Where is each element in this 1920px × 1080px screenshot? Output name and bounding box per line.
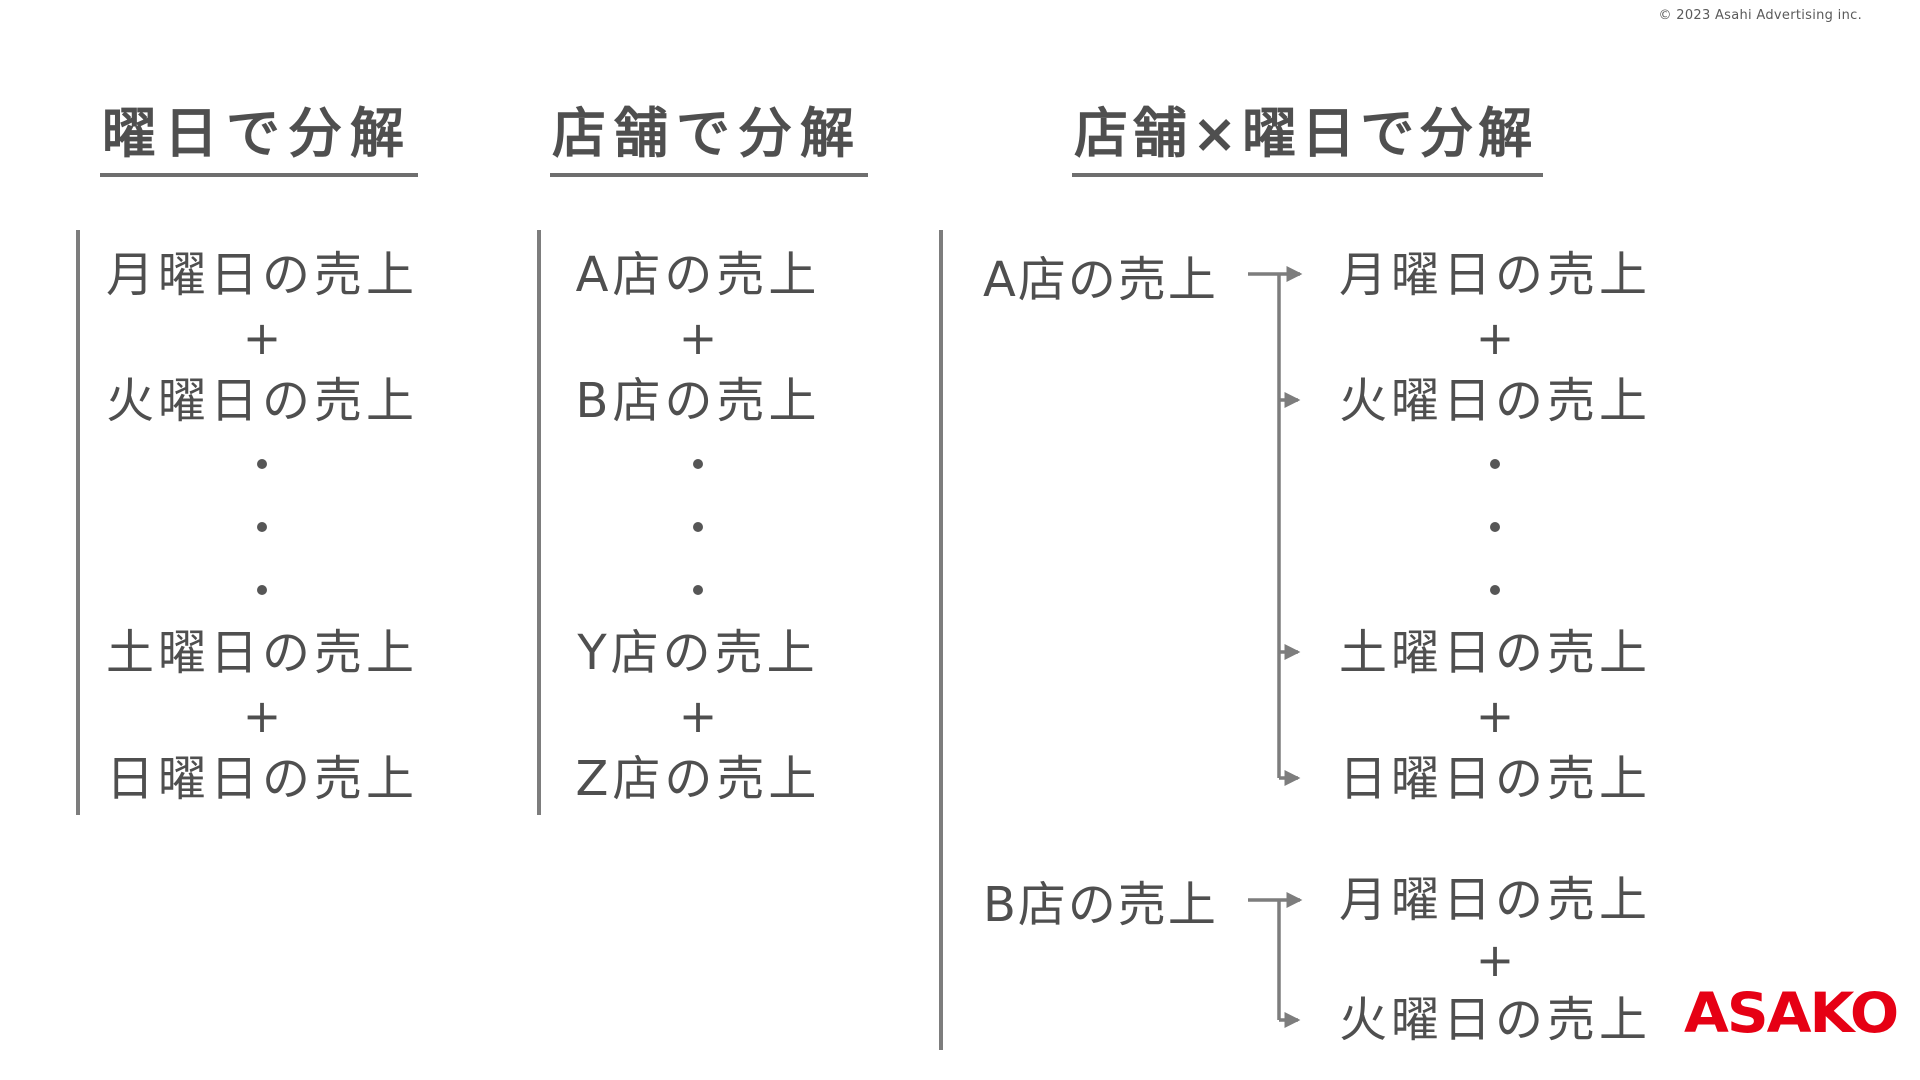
list-item: 火曜日の売上	[1338, 992, 1651, 1048]
ellipsis-dot	[548, 432, 848, 495]
store-b-weekday-list: 月曜日の売上 + 火曜日の売上	[1330, 870, 1660, 1050]
store-a-label: A店の売上	[983, 251, 1218, 308]
ellipsis-dot	[88, 495, 436, 558]
dot-icon	[257, 458, 267, 469]
dot-icon	[257, 521, 267, 532]
store-list: A店の売上 + B店の売上 Y店の売上 + Z店の売上	[548, 243, 848, 810]
ellipsis-dot	[1330, 558, 1660, 621]
dot-icon	[693, 458, 703, 469]
ellipsis-dot	[1330, 495, 1660, 558]
ellipsis-dot	[548, 558, 848, 621]
plus-sign: +	[678, 688, 718, 743]
list-item: 日曜日の売上	[1338, 750, 1651, 807]
list-item: 日曜日の売上	[105, 750, 418, 807]
list-item: Z店の売上	[575, 750, 821, 807]
copyright-notice: © 2023 Asahi Advertising inc.	[1658, 8, 1862, 23]
ellipsis-dot	[548, 495, 848, 558]
dot-icon	[1490, 521, 1500, 532]
dot-icon	[693, 584, 703, 595]
list-item: 土曜日の売上	[1338, 624, 1651, 681]
col3-bracket-line	[939, 230, 943, 1050]
header-decompose-by-store: 店舗で分解	[550, 104, 868, 178]
list-item: 月曜日の売上	[105, 246, 418, 303]
asako-logo: ASAKO	[1684, 980, 1899, 1046]
list-item: 月曜日の売上	[1338, 246, 1651, 303]
plus-sign: +	[1475, 310, 1515, 365]
dot-icon	[1490, 458, 1500, 469]
list-item: A店の売上	[575, 246, 821, 303]
list-item: 火曜日の売上	[105, 372, 418, 429]
list-item: Y店の売上	[577, 624, 819, 681]
header-decompose-by-weekday: 曜日で分解	[100, 104, 418, 178]
dot-icon	[1490, 584, 1500, 595]
ellipsis-dot	[1330, 432, 1660, 495]
list-item: 土曜日の売上	[105, 624, 418, 681]
dot-icon	[693, 521, 703, 532]
plus-sign: +	[242, 310, 282, 365]
dot-icon	[257, 584, 267, 595]
col1-bracket-line	[76, 230, 80, 815]
store-a-weekday-list: 月曜日の売上 + 火曜日の売上 土曜日の売上 + 日曜日の売上	[1330, 243, 1660, 810]
ellipsis-dot	[88, 432, 436, 495]
plus-sign: +	[1475, 688, 1515, 743]
weekday-list: 月曜日の売上 + 火曜日の売上 土曜日の売上 + 日曜日の売上	[88, 243, 436, 810]
header-decompose-by-store-x-weekday: 店舗×曜日で分解	[1072, 104, 1544, 178]
col2-bracket-line	[537, 230, 541, 815]
plus-sign: +	[242, 688, 282, 743]
list-item: B店の売上	[575, 372, 821, 429]
plus-sign: +	[1475, 933, 1515, 987]
list-item: 火曜日の売上	[1338, 372, 1651, 429]
list-item: 月曜日の売上	[1338, 872, 1651, 928]
ellipsis-dot	[88, 558, 436, 621]
plus-sign: +	[678, 310, 718, 365]
store-b-label: B店の売上	[983, 877, 1218, 933]
